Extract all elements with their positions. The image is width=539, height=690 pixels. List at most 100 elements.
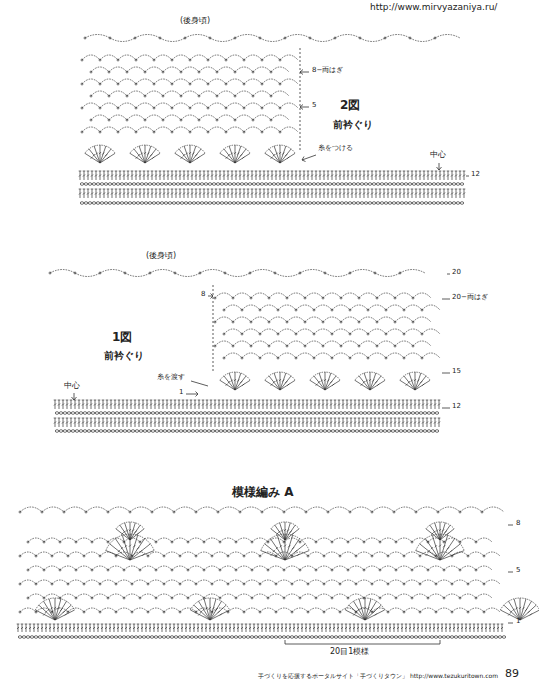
stitch — [401, 624, 404, 632]
stitch — [235, 146, 241, 163]
stitch — [243, 412, 246, 415]
stitch — [190, 79, 208, 84]
stitch — [422, 400, 425, 409]
stitch — [340, 321, 343, 324]
stitch — [99, 412, 102, 415]
stitch — [399, 171, 402, 180]
leader-arrow — [208, 294, 213, 299]
stitch — [250, 636, 253, 639]
stitch — [262, 103, 280, 108]
stitch — [331, 597, 334, 600]
stitch — [347, 597, 350, 600]
stitch — [244, 580, 260, 584]
stitch — [243, 430, 246, 433]
stitch — [149, 272, 152, 275]
stitch — [345, 624, 348, 632]
stitch — [179, 583, 182, 586]
stitch — [50, 270, 75, 274]
stitch — [165, 624, 168, 632]
stitch — [279, 107, 282, 110]
stitch — [188, 183, 191, 186]
stitch — [400, 202, 403, 205]
stitch — [306, 636, 309, 639]
stitch — [116, 522, 144, 529]
stitch — [210, 610, 230, 620]
stitch — [286, 400, 289, 409]
stitch — [179, 171, 182, 180]
stitch — [216, 202, 219, 205]
stitch — [183, 171, 186, 180]
stitch — [246, 400, 249, 409]
stitch — [390, 400, 393, 409]
stitch — [105, 624, 108, 632]
stitch — [130, 529, 144, 540]
stitch — [85, 153, 100, 163]
stitch — [279, 430, 282, 433]
stitch — [130, 525, 140, 540]
stitch — [69, 624, 72, 632]
stitch — [106, 418, 109, 427]
stitch — [415, 373, 421, 390]
stitch — [123, 171, 126, 180]
stitch — [351, 412, 354, 415]
stitch — [224, 202, 227, 205]
stitch — [269, 624, 272, 632]
stitch — [277, 357, 280, 360]
stitch — [419, 611, 422, 614]
stitch — [428, 183, 431, 186]
stitch — [224, 183, 227, 186]
stitch — [208, 55, 226, 60]
stitch — [220, 145, 250, 153]
stitch — [199, 601, 211, 620]
repeat-bracket — [285, 640, 440, 644]
stitch — [520, 610, 539, 620]
stitch — [391, 171, 394, 180]
stitch — [232, 321, 235, 324]
stitch — [438, 507, 460, 512]
stitch — [172, 183, 175, 186]
stitch — [219, 597, 222, 600]
stitch — [339, 171, 342, 180]
stitch — [453, 624, 456, 632]
stitch — [400, 372, 430, 380]
stitch — [342, 418, 345, 427]
stitch — [114, 400, 117, 409]
stitch — [394, 636, 397, 639]
stitch — [337, 624, 340, 632]
stitch — [236, 183, 239, 186]
stitch — [332, 183, 335, 186]
stitch — [322, 636, 325, 639]
stitch — [108, 71, 111, 74]
stitch — [139, 189, 142, 198]
stitch — [180, 552, 196, 556]
stitch — [147, 171, 150, 180]
stitch — [202, 636, 205, 639]
stitch — [435, 171, 438, 180]
stitch — [251, 412, 254, 415]
stitch — [415, 171, 418, 180]
stitch — [94, 418, 97, 427]
edge-line — [300, 48, 301, 150]
stitch — [271, 189, 274, 198]
stitch — [240, 507, 262, 512]
stitch — [132, 580, 148, 584]
stitch — [319, 171, 322, 180]
stitch — [172, 55, 190, 60]
stitch — [86, 400, 89, 409]
stitch — [245, 624, 248, 632]
stitch — [211, 412, 214, 415]
stitch — [253, 91, 271, 96]
stitch — [94, 146, 100, 163]
stitch — [394, 400, 397, 409]
stitch — [473, 624, 476, 632]
stitch — [50, 636, 53, 639]
stitch — [172, 127, 190, 132]
stitch — [275, 583, 278, 586]
stitch — [280, 183, 283, 186]
stitch — [371, 583, 374, 586]
stitch — [84, 183, 87, 186]
stitch — [175, 153, 190, 163]
stitch — [196, 580, 212, 584]
stitch — [443, 597, 446, 600]
